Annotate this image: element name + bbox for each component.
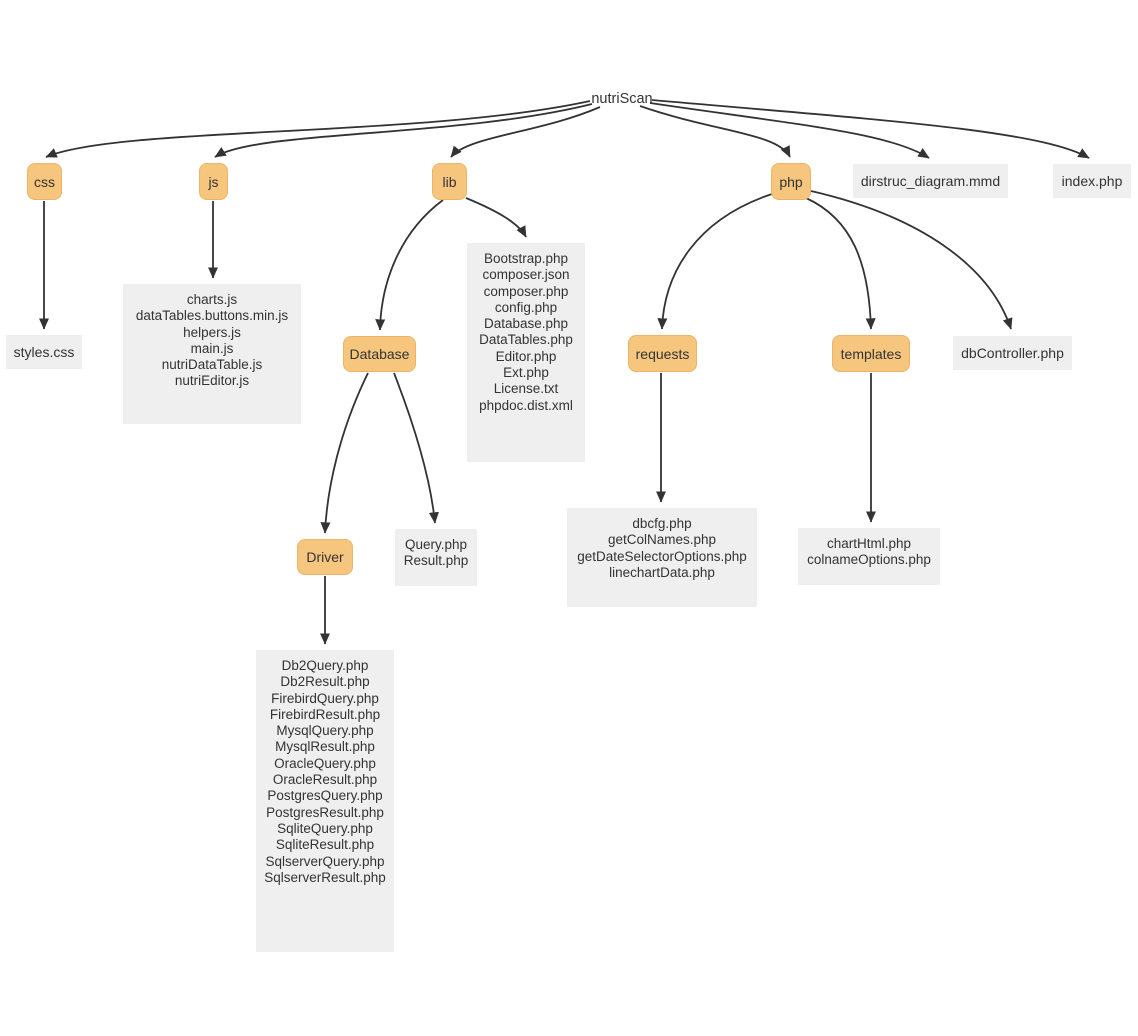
file-dirstruc-label: dirstruc_diagram.mmd	[860, 173, 1001, 189]
edge-nutriscan-dirstruc	[649, 102, 930, 159]
file-dbcontroller-label: dbController.php	[961, 345, 1064, 361]
file-node-dbcontroller-php: dbController.php	[953, 336, 1072, 370]
file-list-lib: Bootstrap.php composer.json composer.php…	[467, 243, 585, 462]
edge-lib-database	[375, 199, 444, 331]
file-list-driver: Db2Query.php Db2Result.php FirebirdQuery…	[256, 650, 394, 952]
file-node-styles-css: styles.css	[6, 335, 82, 369]
file-list-database: Query.php Result.php	[395, 529, 477, 586]
edge-php-dbcontroller	[810, 190, 1013, 330]
folder-node-css: css	[27, 163, 62, 200]
file-styles-label: styles.css	[13, 344, 75, 360]
folder-node-templates: templates	[832, 335, 910, 372]
folder-requests-label: requests	[635, 345, 690, 362]
file-list-lib-items: Bootstrap.php composer.json composer.php…	[479, 251, 573, 413]
folder-php-label: php	[779, 173, 803, 190]
edge-database-driver	[320, 372, 369, 534]
edge-nutriscan-lib	[450, 106, 601, 158]
file-list-js-items: charts.js dataTables.buttons.min.js help…	[135, 292, 289, 389]
file-list-driver-items: Db2Query.php Db2Result.php FirebirdQuery…	[264, 658, 386, 885]
folder-node-php: php	[771, 163, 811, 200]
file-list-templates: chartHtml.php colnameOptions.php	[798, 528, 940, 585]
folder-node-database: Database	[343, 336, 416, 372]
file-list-js: charts.js dataTables.buttons.min.js help…	[123, 284, 301, 424]
file-list-requests-items: dbcfg.php getColNames.php getDateSelecto…	[577, 516, 747, 580]
folder-node-requests: requests	[628, 335, 697, 372]
file-index-label: index.php	[1061, 173, 1123, 189]
file-node-index-php: index.php	[1053, 164, 1131, 198]
edge-lib-libfiles	[465, 197, 527, 238]
file-list-database-items: Query.php Result.php	[403, 537, 469, 569]
folder-templates-label: templates	[840, 345, 902, 362]
edge-nutriscan-js	[214, 103, 593, 158]
edge-nutriscan-css	[45, 100, 591, 158]
root-node-nutriscan: nutriScan	[591, 91, 653, 107]
edge-database-queryresult	[393, 372, 439, 524]
folder-driver-label: Driver	[306, 549, 344, 565]
edge-php-templates	[805, 197, 876, 330]
folder-css-label: css	[34, 173, 55, 190]
folder-node-driver: Driver	[297, 539, 353, 575]
file-node-dirstruc-diagram: dirstruc_diagram.mmd	[853, 164, 1008, 198]
folder-node-lib: lib	[432, 163, 467, 200]
edge-nutriscan-index	[651, 99, 1090, 159]
folder-js-label: js	[208, 173, 219, 190]
edge-php-requests	[657, 193, 773, 330]
folder-database-label: Database	[349, 346, 410, 362]
file-list-templates-items: chartHtml.php colnameOptions.php	[807, 536, 931, 568]
file-list-requests: dbcfg.php getColNames.php getDateSelecto…	[567, 508, 757, 607]
folder-lib-label: lib	[442, 173, 457, 190]
edge-nutriscan-php	[639, 105, 791, 158]
folder-node-js: js	[199, 163, 228, 200]
